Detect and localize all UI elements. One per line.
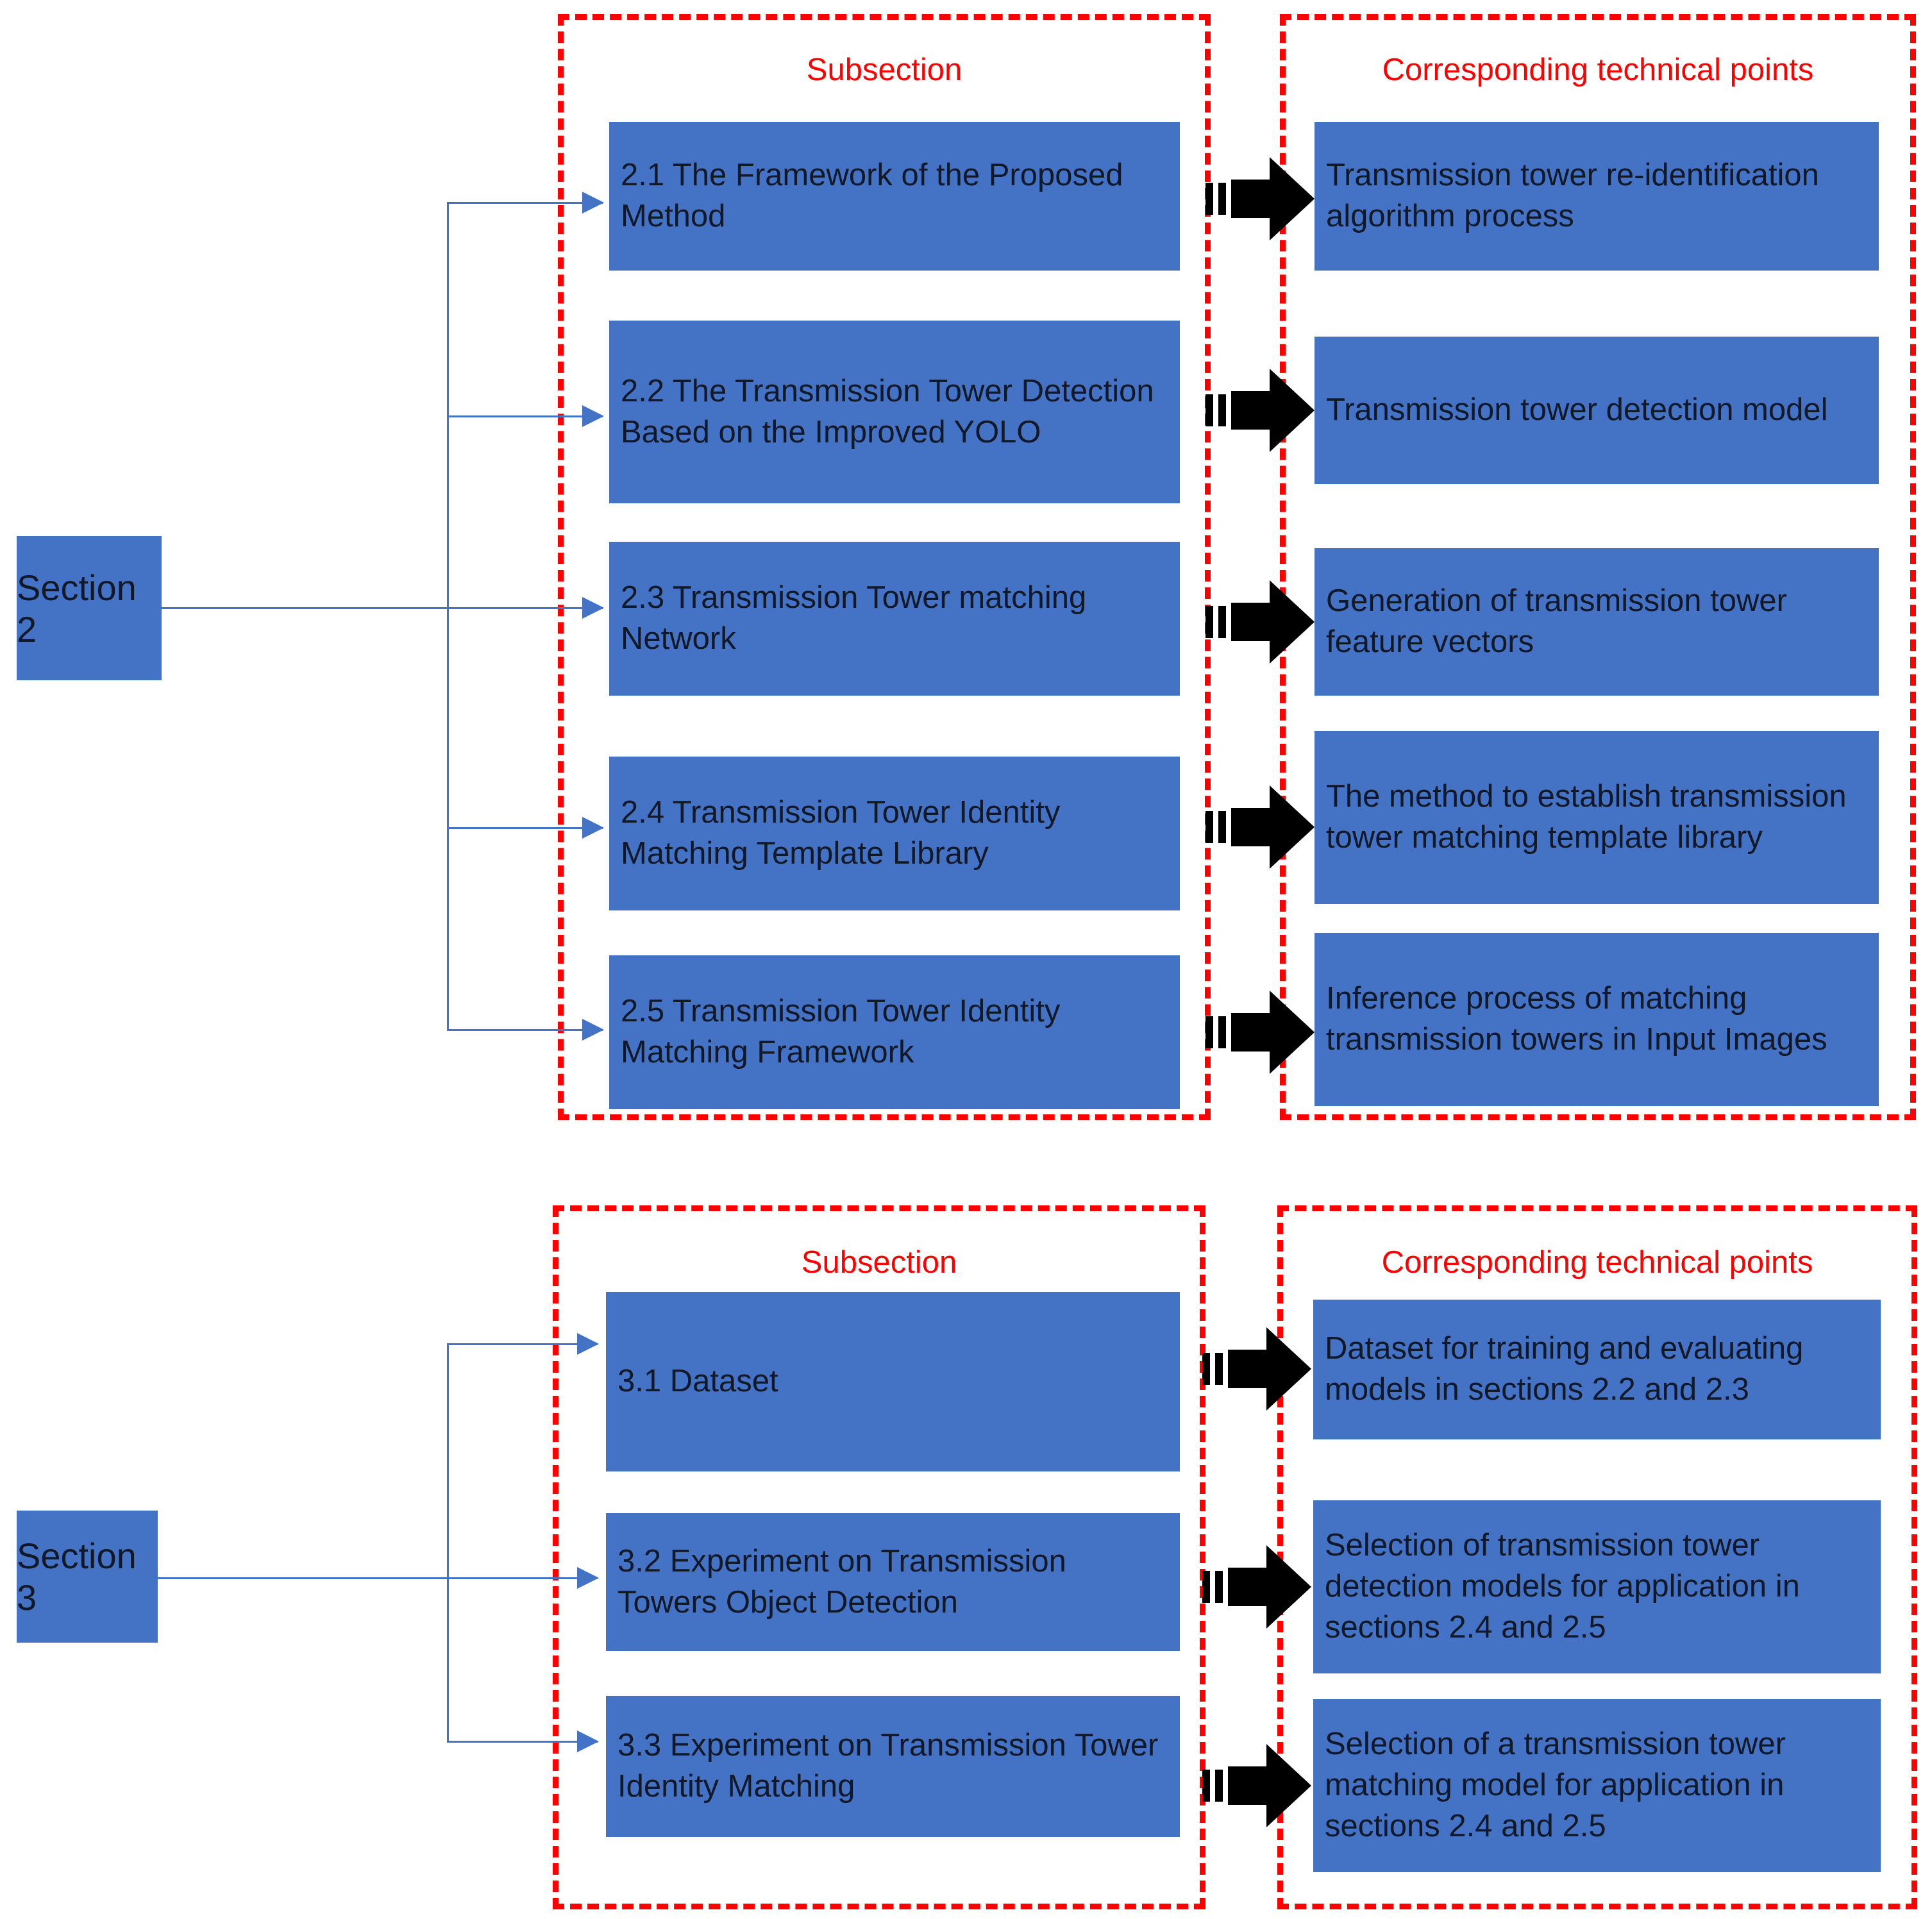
section2-branch-2-arrow-icon <box>582 405 604 427</box>
section-3-root-label: Section 3 <box>17 1536 137 1618</box>
section-3-root-box[interactable]: Section 3 <box>17 1511 158 1643</box>
section3-root-stem <box>158 1577 447 1579</box>
technical-box-2-5-label: Inference process of matching transmissi… <box>1326 981 1827 1057</box>
subsection-box-3-3[interactable]: 3.3 Experiment on Transmission Tower Ide… <box>606 1696 1180 1837</box>
block-arrow-3-3-icon <box>1202 1744 1311 1827</box>
section3-branch-2-arrow-icon <box>577 1567 599 1589</box>
technical-box-2-2-label: Transmission tower detection model <box>1326 392 1828 428</box>
section2-technical-panel <box>1280 14 1916 1120</box>
section3-branch-1-arrow-icon <box>577 1333 599 1355</box>
subsection-box-2-3[interactable]: 2.3 Transmission Tower matching Network <box>609 542 1180 696</box>
subsection-box-2-5-label: 2.5 Transmission Tower Identity Matching… <box>621 994 1061 1069</box>
technical-box-2-1[interactable]: Transmission tower re-identification alg… <box>1315 122 1879 271</box>
section2-branch-4-arrow-icon <box>582 817 604 839</box>
section3-technical-panel <box>1277 1205 1917 1909</box>
subsection-box-2-4-label: 2.4 Transmission Tower Identity Matching… <box>621 795 1061 871</box>
section3-technical-header: Corresponding technical points <box>1381 1245 1813 1280</box>
technical-box-3-2[interactable]: Selection of transmission tower detectio… <box>1313 1500 1881 1673</box>
section2-branch-5 <box>447 1029 603 1031</box>
subsection-box-3-1-label: 3.1 Dataset <box>617 1364 778 1399</box>
section2-branch-2 <box>447 415 603 417</box>
technical-box-3-3-label: Selection of a transmission tower matchi… <box>1325 1727 1786 1843</box>
technical-box-2-5[interactable]: Inference process of matching transmissi… <box>1315 933 1879 1106</box>
technical-box-2-1-label: Transmission tower re-identification alg… <box>1326 158 1819 233</box>
subsection-box-2-5[interactable]: 2.5 Transmission Tower Identity Matching… <box>609 955 1180 1109</box>
block-arrow-2-1-icon <box>1205 157 1315 240</box>
technical-box-2-2[interactable]: Transmission tower detection model <box>1315 337 1879 484</box>
section3-branch-3-arrow-icon <box>577 1730 599 1752</box>
section2-branch-5-arrow-icon <box>582 1019 604 1041</box>
section2-branch-4 <box>447 827 603 829</box>
technical-box-2-4-label: The method to establish transmission tow… <box>1326 779 1847 855</box>
section2-branch-3 <box>447 607 603 609</box>
section2-subsection-panel <box>558 14 1211 1120</box>
subsection-box-2-3-label: 2.3 Transmission Tower matching Network <box>621 580 1087 656</box>
section2-branch-3-arrow-icon <box>582 597 604 619</box>
section2-branch-1 <box>447 202 603 204</box>
section3-subsection-panel <box>553 1205 1205 1909</box>
section2-branch-1-arrow-icon <box>582 192 604 214</box>
section2-subsection-header: Subsection <box>806 53 962 87</box>
section2-trunk <box>447 202 449 1029</box>
section3-trunk <box>447 1343 449 1741</box>
technical-box-3-2-label: Selection of transmission tower detectio… <box>1325 1528 1800 1645</box>
subsection-box-2-2[interactable]: 2.2 The Transmission Tower Detection Bas… <box>609 321 1180 503</box>
technical-box-3-1-label: Dataset for training and evaluating mode… <box>1325 1331 1804 1407</box>
subsection-box-2-2-label: 2.2 The Transmission Tower Detection Bas… <box>621 373 1154 449</box>
subsection-box-3-2[interactable]: 3.2 Experiment on Transmission Towers Ob… <box>606 1513 1180 1651</box>
block-arrow-3-2-icon <box>1202 1545 1311 1629</box>
technical-box-3-3[interactable]: Selection of a transmission tower matchi… <box>1313 1699 1881 1872</box>
block-arrow-2-2-icon <box>1205 369 1315 452</box>
technical-box-2-4[interactable]: The method to establish transmission tow… <box>1315 731 1879 904</box>
technical-box-2-3-label: Generation of transmission tower feature… <box>1326 583 1787 659</box>
section3-branch-3 <box>447 1741 598 1743</box>
subsection-box-3-1[interactable]: 3.1 Dataset <box>606 1292 1180 1471</box>
subsection-box-3-2-label: 3.2 Experiment on Transmission Towers Ob… <box>617 1543 1066 1620</box>
subsection-box-2-1[interactable]: 2.1 The Framework of the Proposed Method <box>609 122 1180 271</box>
technical-box-3-1[interactable]: Dataset for training and evaluating mode… <box>1313 1300 1881 1439</box>
section-2-root-label: Section 2 <box>17 567 137 649</box>
block-arrow-3-1-icon <box>1202 1327 1311 1411</box>
subsection-box-3-3-label: 3.3 Experiment on Transmission Tower Ide… <box>617 1728 1159 1804</box>
section3-subsection-header: Subsection <box>801 1245 957 1280</box>
block-arrow-2-3-icon <box>1205 580 1315 664</box>
section3-branch-2 <box>447 1577 598 1579</box>
section2-technical-header: Corresponding technical points <box>1382 53 1814 87</box>
section2-root-stem <box>162 607 447 609</box>
subsection-box-2-4[interactable]: 2.4 Transmission Tower Identity Matching… <box>609 757 1180 910</box>
section-2-root-box[interactable]: Section 2 <box>17 536 162 680</box>
subsection-box-2-1-label: 2.1 The Framework of the Proposed Method <box>621 158 1123 233</box>
block-arrow-2-4-icon <box>1205 785 1315 869</box>
block-arrow-2-5-icon <box>1205 991 1315 1074</box>
technical-box-2-3[interactable]: Generation of transmission tower feature… <box>1315 548 1879 696</box>
section3-branch-1 <box>447 1343 598 1345</box>
